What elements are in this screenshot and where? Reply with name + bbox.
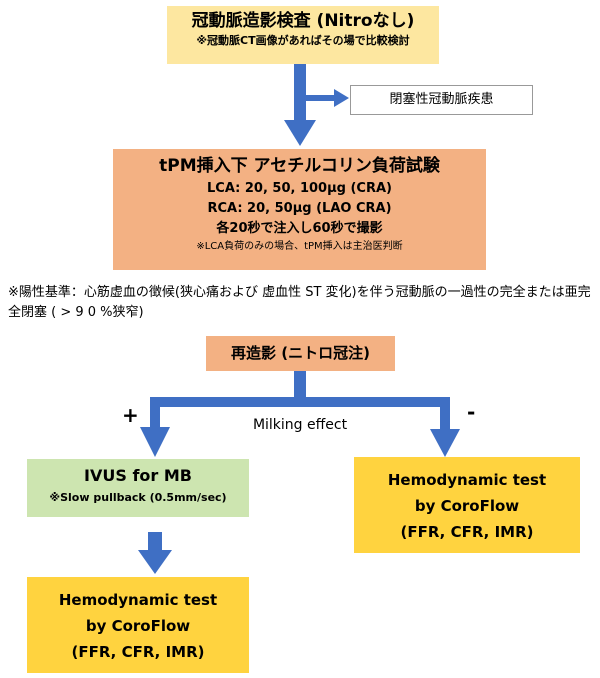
hemo-bottom-line3: (FFR, CFR, IMR) [71, 643, 205, 661]
hemo-bottom-line2: by CoroFlow [85, 617, 191, 635]
step-angiography-note: ※冠動脈CT画像があればその場で比較検討 [196, 34, 410, 47]
hemo-bottom-line1: Hemodynamic test [58, 591, 218, 609]
ivus-note: ※Slow pullback (0.5mm/sec) [49, 491, 227, 504]
positive-criteria-text: ※陽性基準：心筋虚血の徴候(狭心痛および 虚血性 ST 変化)を伴う冠動脈の一過… [8, 285, 591, 320]
ach-test-box: tPM挿入下 アセチルコリン負荷試験 LCA: 20, 50, 100μg (C… [113, 149, 486, 270]
plus-sign: + [122, 403, 139, 427]
branch-stem [294, 371, 306, 397]
reangiography-box: 再造影 (ニトロ冠注) [206, 336, 395, 371]
hemo-right-line3: (FFR, CFR, IMR) [400, 523, 534, 541]
ach-test-rca: RCA: 20, 50μg (LAO CRA) [207, 201, 392, 216]
arrow-to-side-box [306, 95, 336, 101]
branch-bar [150, 397, 450, 407]
ivus-box: IVUS for MB ※Slow pullback (0.5mm/sec) [27, 459, 249, 517]
arrow-ivus-to-hemo [148, 532, 162, 552]
ivus-title: IVUS for MB [84, 466, 192, 485]
hemo-right-line2: by CoroFlow [414, 497, 520, 515]
hemodynamic-test-bottom-box: Hemodynamic test by CoroFlow (FFR, CFR, … [27, 577, 249, 673]
occlusive-disease-box: 閉塞性冠動脈疾患 [350, 85, 533, 115]
hemo-right-line1: Hemodynamic test [387, 471, 547, 489]
arrow-step1-to-step2 [294, 64, 306, 122]
step-angiography-title: 冠動脈造影検査 (Nitroなし) [191, 11, 415, 31]
step-angiography-box: 冠動脈造影検査 (Nitroなし) ※冠動脈CT画像があればその場で比較検討 [167, 6, 439, 64]
minus-sign: - [467, 400, 476, 424]
ach-test-lca: LCA: 20, 50, 100μg (CRA) [207, 181, 392, 196]
arrow-to-hemo-right [430, 429, 460, 457]
hemodynamic-test-right-box: Hemodynamic test by CoroFlow (FFR, CFR, … [354, 457, 580, 553]
ach-test-title: tPM挿入下 アセチルコリン負荷試験 [159, 156, 440, 176]
milking-effect-label: Milking effect [238, 415, 362, 435]
ach-test-injection: 各20秒で注入し60秒で撮影 [216, 221, 383, 236]
ach-test-note: ※LCA負荷のみの場合、tPM挿入は主治医判断 [196, 241, 403, 252]
arrow-to-ivus [140, 427, 170, 457]
